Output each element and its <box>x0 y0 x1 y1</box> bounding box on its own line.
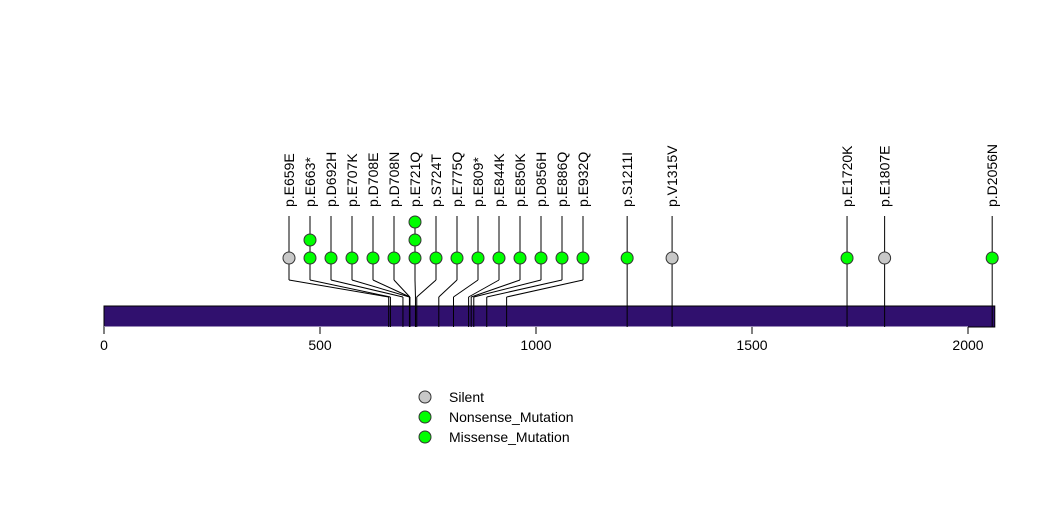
mutation-lollipop: p.D856H <box>473 152 549 327</box>
mutation-label: p.E1720K <box>839 145 855 207</box>
mutation-point <box>408 233 422 247</box>
mutation-point <box>387 251 401 265</box>
mutation-lollipop: p.E659E <box>281 153 390 327</box>
mutation-lollipop: p.S724T <box>416 154 444 327</box>
mutation-point <box>576 251 590 265</box>
mutation-point <box>366 251 380 265</box>
mutation-lollipop: p.E809* <box>452 157 486 327</box>
mutation-point <box>878 251 892 265</box>
mutation-point <box>840 251 854 265</box>
mutation-point <box>665 251 679 265</box>
mutation-point <box>429 251 443 265</box>
mutation-point <box>492 251 506 265</box>
connector-line <box>468 279 500 298</box>
mutation-label: p.D692H <box>323 152 339 207</box>
mutation-label: p.E659E <box>281 153 297 207</box>
legend-marker <box>418 390 432 404</box>
mutation-lollipop: p.E886Q <box>486 152 570 327</box>
mutation-point <box>534 251 548 265</box>
mutation-point <box>471 251 485 265</box>
mutation-point <box>555 251 569 265</box>
mutation-label: p.E886Q <box>554 152 570 207</box>
mutation-label: p.E850K <box>512 153 528 207</box>
connector-line <box>471 279 521 298</box>
mutation-label: p.D708N <box>386 152 402 207</box>
mutation-label: p.D856H <box>533 152 549 207</box>
legend-marker <box>418 430 432 444</box>
mutation-label: p.V1315V <box>664 145 680 207</box>
legend-label: Nonsense_Mutation <box>449 409 574 425</box>
x-tick-label: 1000 <box>520 337 551 353</box>
mutation-point <box>985 251 999 265</box>
mutation-label: p.E707K <box>344 153 360 207</box>
mutation-point <box>408 215 422 229</box>
mutation-label: p.E932Q <box>575 152 591 207</box>
connector-line <box>351 279 410 298</box>
mutation-point <box>450 251 464 265</box>
connector-line <box>309 279 391 298</box>
connector-line <box>438 279 458 298</box>
mutation-label: p.S724T <box>428 154 444 207</box>
mutation-lollipop: p.E932Q <box>506 152 591 327</box>
mutation-lollipop: p.E1807E <box>877 146 893 327</box>
mutation-point <box>408 251 422 265</box>
mutation-point <box>303 251 317 265</box>
mutation-label: p.E844K <box>491 153 507 207</box>
mutation-label: p.D708E <box>365 153 381 207</box>
legend-label: Missense_Mutation <box>449 429 570 445</box>
mutation-lollipop: p.E707K <box>344 153 410 327</box>
x-tick-label: 500 <box>308 337 332 353</box>
mutation-point <box>620 251 634 265</box>
mutation-lollipop: p.E663* <box>302 157 391 327</box>
mutation-point <box>324 251 338 265</box>
mutation-lollipop: p.E775Q <box>438 152 465 327</box>
mutation-label: p.E721Q <box>407 152 423 207</box>
mutation-label: p.E1807E <box>877 146 893 208</box>
mutation-lollipop: p.V1315V <box>664 145 680 327</box>
connector-line <box>330 279 404 298</box>
mutation-lollipop: p.D708N <box>386 152 411 327</box>
x-tick-label: 0 <box>100 337 108 353</box>
x-tick-label: 2000 <box>952 337 983 353</box>
mutation-lollipop: p.D2056N <box>984 144 1000 327</box>
mutation-point <box>282 251 296 265</box>
connector-line <box>372 279 411 298</box>
mutation-lollipop: p.S1211I <box>619 152 635 327</box>
connector-line <box>486 279 563 298</box>
mutation-point <box>513 251 527 265</box>
mutation-lollipop: p.D692H <box>323 152 404 327</box>
connector-line <box>416 279 437 298</box>
connector-line <box>473 279 542 298</box>
mutation-point <box>345 251 359 265</box>
mutation-point <box>303 233 317 247</box>
x-tick-label: 1500 <box>736 337 767 353</box>
legend-label: Silent <box>449 389 484 405</box>
mutation-label: p.E809* <box>470 157 486 207</box>
mutation-label: p.D2056N <box>984 144 1000 207</box>
mutation-lollipop: p.D708E <box>365 153 411 327</box>
mutation-label: p.E775Q <box>449 152 465 207</box>
mutation-lollipop: p.E1720K <box>839 145 855 327</box>
connector-line <box>453 279 479 298</box>
connector-line <box>393 279 411 298</box>
mutation-lollipop: p.E721Q <box>407 152 423 327</box>
legend-marker <box>418 410 432 424</box>
connector-line <box>506 279 584 298</box>
connector-line <box>288 279 389 298</box>
mutation-lollipop: p.E844K <box>468 153 507 327</box>
mutation-label: p.S1211I <box>619 152 635 207</box>
mutation-label: p.E663* <box>302 157 318 207</box>
protein-bar <box>103 305 996 328</box>
mutation-lollipop: p.E850K <box>470 153 528 327</box>
